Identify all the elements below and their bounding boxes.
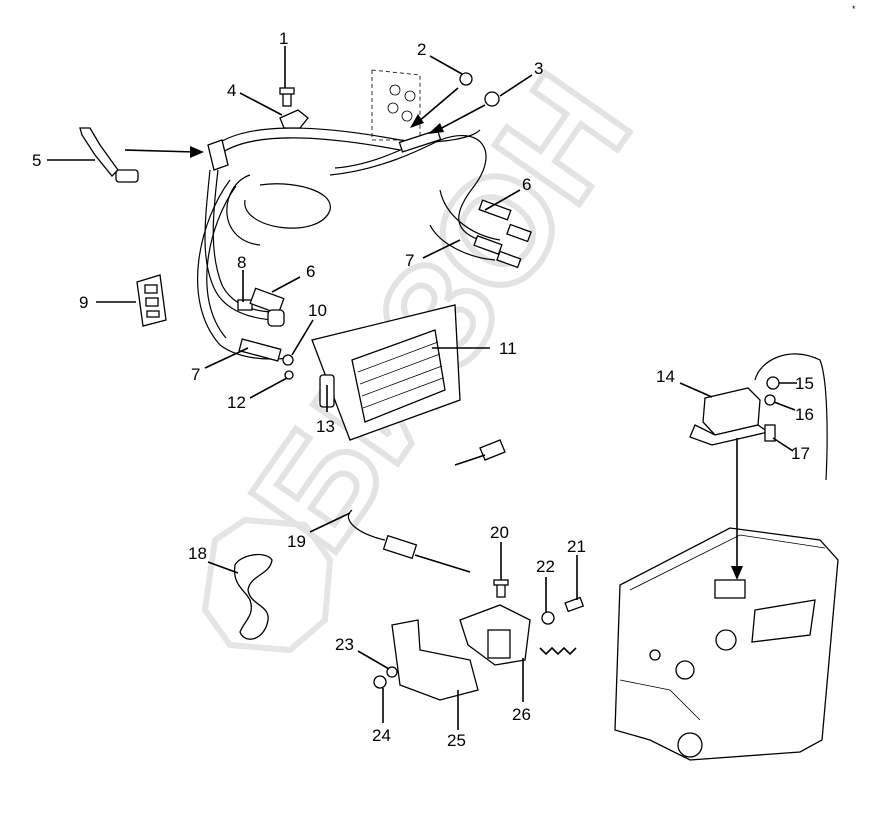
hoses (197, 127, 828, 541)
part-16-washer (764, 394, 776, 406)
callout-1: 1 (279, 29, 288, 48)
callout-11: 11 (499, 339, 517, 358)
callout-2: 2 (417, 40, 426, 59)
callout-4: 4 (227, 81, 236, 100)
callout-18: 18 (188, 544, 207, 563)
callout-9: 9 (79, 293, 88, 312)
corner-mark: * (852, 4, 856, 14)
part-19-probe (382, 534, 471, 573)
part-26-bracket (459, 604, 577, 666)
callout-7-top: 7 (405, 251, 414, 270)
callout-7-left: 7 (191, 365, 200, 384)
callout-22: 22 (536, 557, 555, 576)
part-18-strap (233, 553, 273, 640)
cab-housing (614, 527, 839, 761)
callout-14: 14 (656, 367, 675, 386)
callout-13: 13 (316, 417, 335, 436)
part-11-condenser (311, 304, 461, 441)
callout-23: 23 (335, 635, 354, 654)
callout-12: 12 (227, 393, 246, 412)
part-6-fitting-top (478, 199, 532, 243)
part-1-bolt (279, 87, 295, 107)
callout-8: 8 (237, 253, 246, 272)
callout-17: 17 (791, 444, 810, 463)
part-4-clamp (279, 109, 309, 129)
part-12-oring (284, 370, 294, 380)
part-23-washer (386, 666, 398, 678)
callout-5: 5 (32, 151, 41, 170)
callout-20: 20 (490, 523, 509, 542)
callout-19: 19 (287, 532, 306, 551)
arrows (124, 87, 743, 580)
part-25-plate (391, 619, 479, 701)
part-7-fitting-left (238, 338, 282, 362)
part-14-relay (689, 387, 770, 446)
wiring-connector (454, 439, 506, 466)
part-21-screw (564, 596, 585, 613)
leader-lines (47, 46, 797, 730)
part-8-fitting (237, 287, 285, 327)
wall-panel (371, 69, 421, 141)
pipe-bracket (207, 139, 229, 171)
callout-10: 10 (308, 301, 327, 320)
callout-26: 26 (512, 705, 531, 724)
callout-21: 21 (567, 537, 586, 556)
callout-3: 3 (534, 59, 543, 78)
part-5-hose-end (79, 127, 139, 183)
part-9-switch (136, 274, 167, 327)
part-17-screw (764, 424, 776, 442)
callout-25: 25 (447, 731, 466, 750)
watermark-logo-hex (201, 516, 334, 654)
part-22-nut (541, 611, 555, 625)
part-24-nut (373, 675, 387, 689)
callout-15: 15 (795, 374, 814, 393)
part-2-nut (459, 72, 473, 86)
bulkhead-fitting (398, 129, 442, 153)
callout-6-mid: 6 (306, 262, 315, 281)
callout-24: 24 (372, 726, 391, 745)
part-20-bolt (493, 579, 509, 598)
callout-6-top: 6 (522, 175, 531, 194)
part-7-fitting-top (473, 235, 522, 269)
callout-16: 16 (795, 405, 814, 424)
part-15-nut (766, 376, 780, 390)
callout-labels: 1 2 3 4 5 6 6 7 7 8 9 10 11 12 13 14 15 … (32, 29, 814, 750)
part-3-nut (484, 91, 500, 107)
part-10-oring (282, 354, 294, 366)
